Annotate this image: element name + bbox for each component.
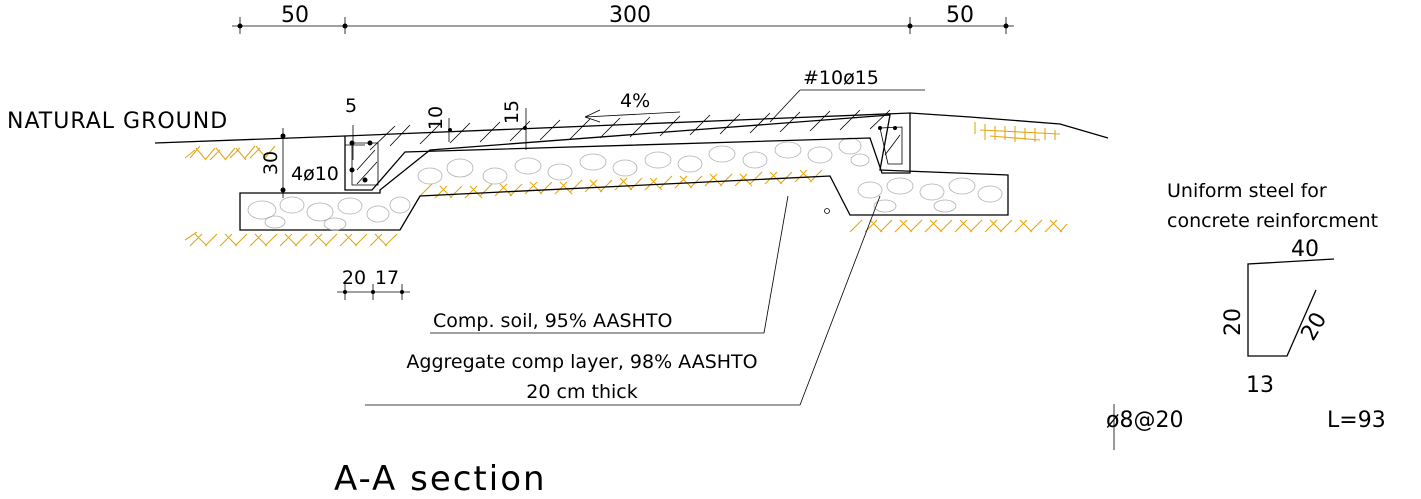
steel-bar-spec: ø8@20	[1106, 408, 1183, 433]
steel-bottom: 13	[1246, 373, 1274, 398]
dim-20: 20	[342, 267, 366, 289]
steel-length: L=93	[1327, 408, 1386, 433]
slope-label: 4%	[620, 90, 650, 112]
top-mesh-label: #10ø15	[803, 67, 879, 89]
steel-title-1: Uniform steel for	[1167, 180, 1327, 202]
steel-title-2: concrete reinforcment	[1167, 210, 1378, 232]
dim-5: 5	[345, 95, 357, 117]
slope-arrow	[584, 109, 681, 123]
ground-hatch	[184, 122, 1068, 247]
dim-top-left: 50	[281, 3, 309, 28]
steel-top: 40	[1291, 237, 1319, 262]
section-title: A-A section	[334, 459, 547, 499]
dim-top-middle: 300	[609, 3, 651, 28]
dim-17: 17	[375, 267, 399, 289]
aggregate-layer	[239, 114, 1009, 231]
edge-bars-label: 4ø10	[291, 163, 339, 185]
dim-top-right: 50	[946, 3, 974, 28]
marker-circle	[824, 208, 830, 214]
stirrup-shape	[1247, 258, 1335, 357]
soil-leader	[430, 195, 789, 334]
dim-30: 30	[260, 151, 282, 175]
comp-soil-label: Comp. soil, 95% AASHTO	[433, 310, 672, 332]
natural-ground-line-right	[909, 112, 1109, 139]
steel-diagonal: 20	[1297, 308, 1333, 345]
aggregate-label-2: 20 cm thick	[526, 381, 637, 403]
top-dimension-line	[232, 17, 1014, 34]
mesh-leader	[769, 89, 925, 123]
natural-ground-line-left	[154, 135, 346, 144]
natural-ground-label: NATURAL GROUND	[7, 109, 228, 134]
dim-10: 10	[425, 106, 447, 130]
dim-15: 15	[501, 100, 523, 124]
bottom-dim-line	[337, 284, 410, 300]
aggregate-label-1: Aggregate comp layer, 98% AASHTO	[406, 351, 757, 373]
slab-dim-marks	[280, 108, 527, 198]
steel-left: 20	[1221, 308, 1246, 336]
aggregate-leader	[365, 195, 881, 406]
